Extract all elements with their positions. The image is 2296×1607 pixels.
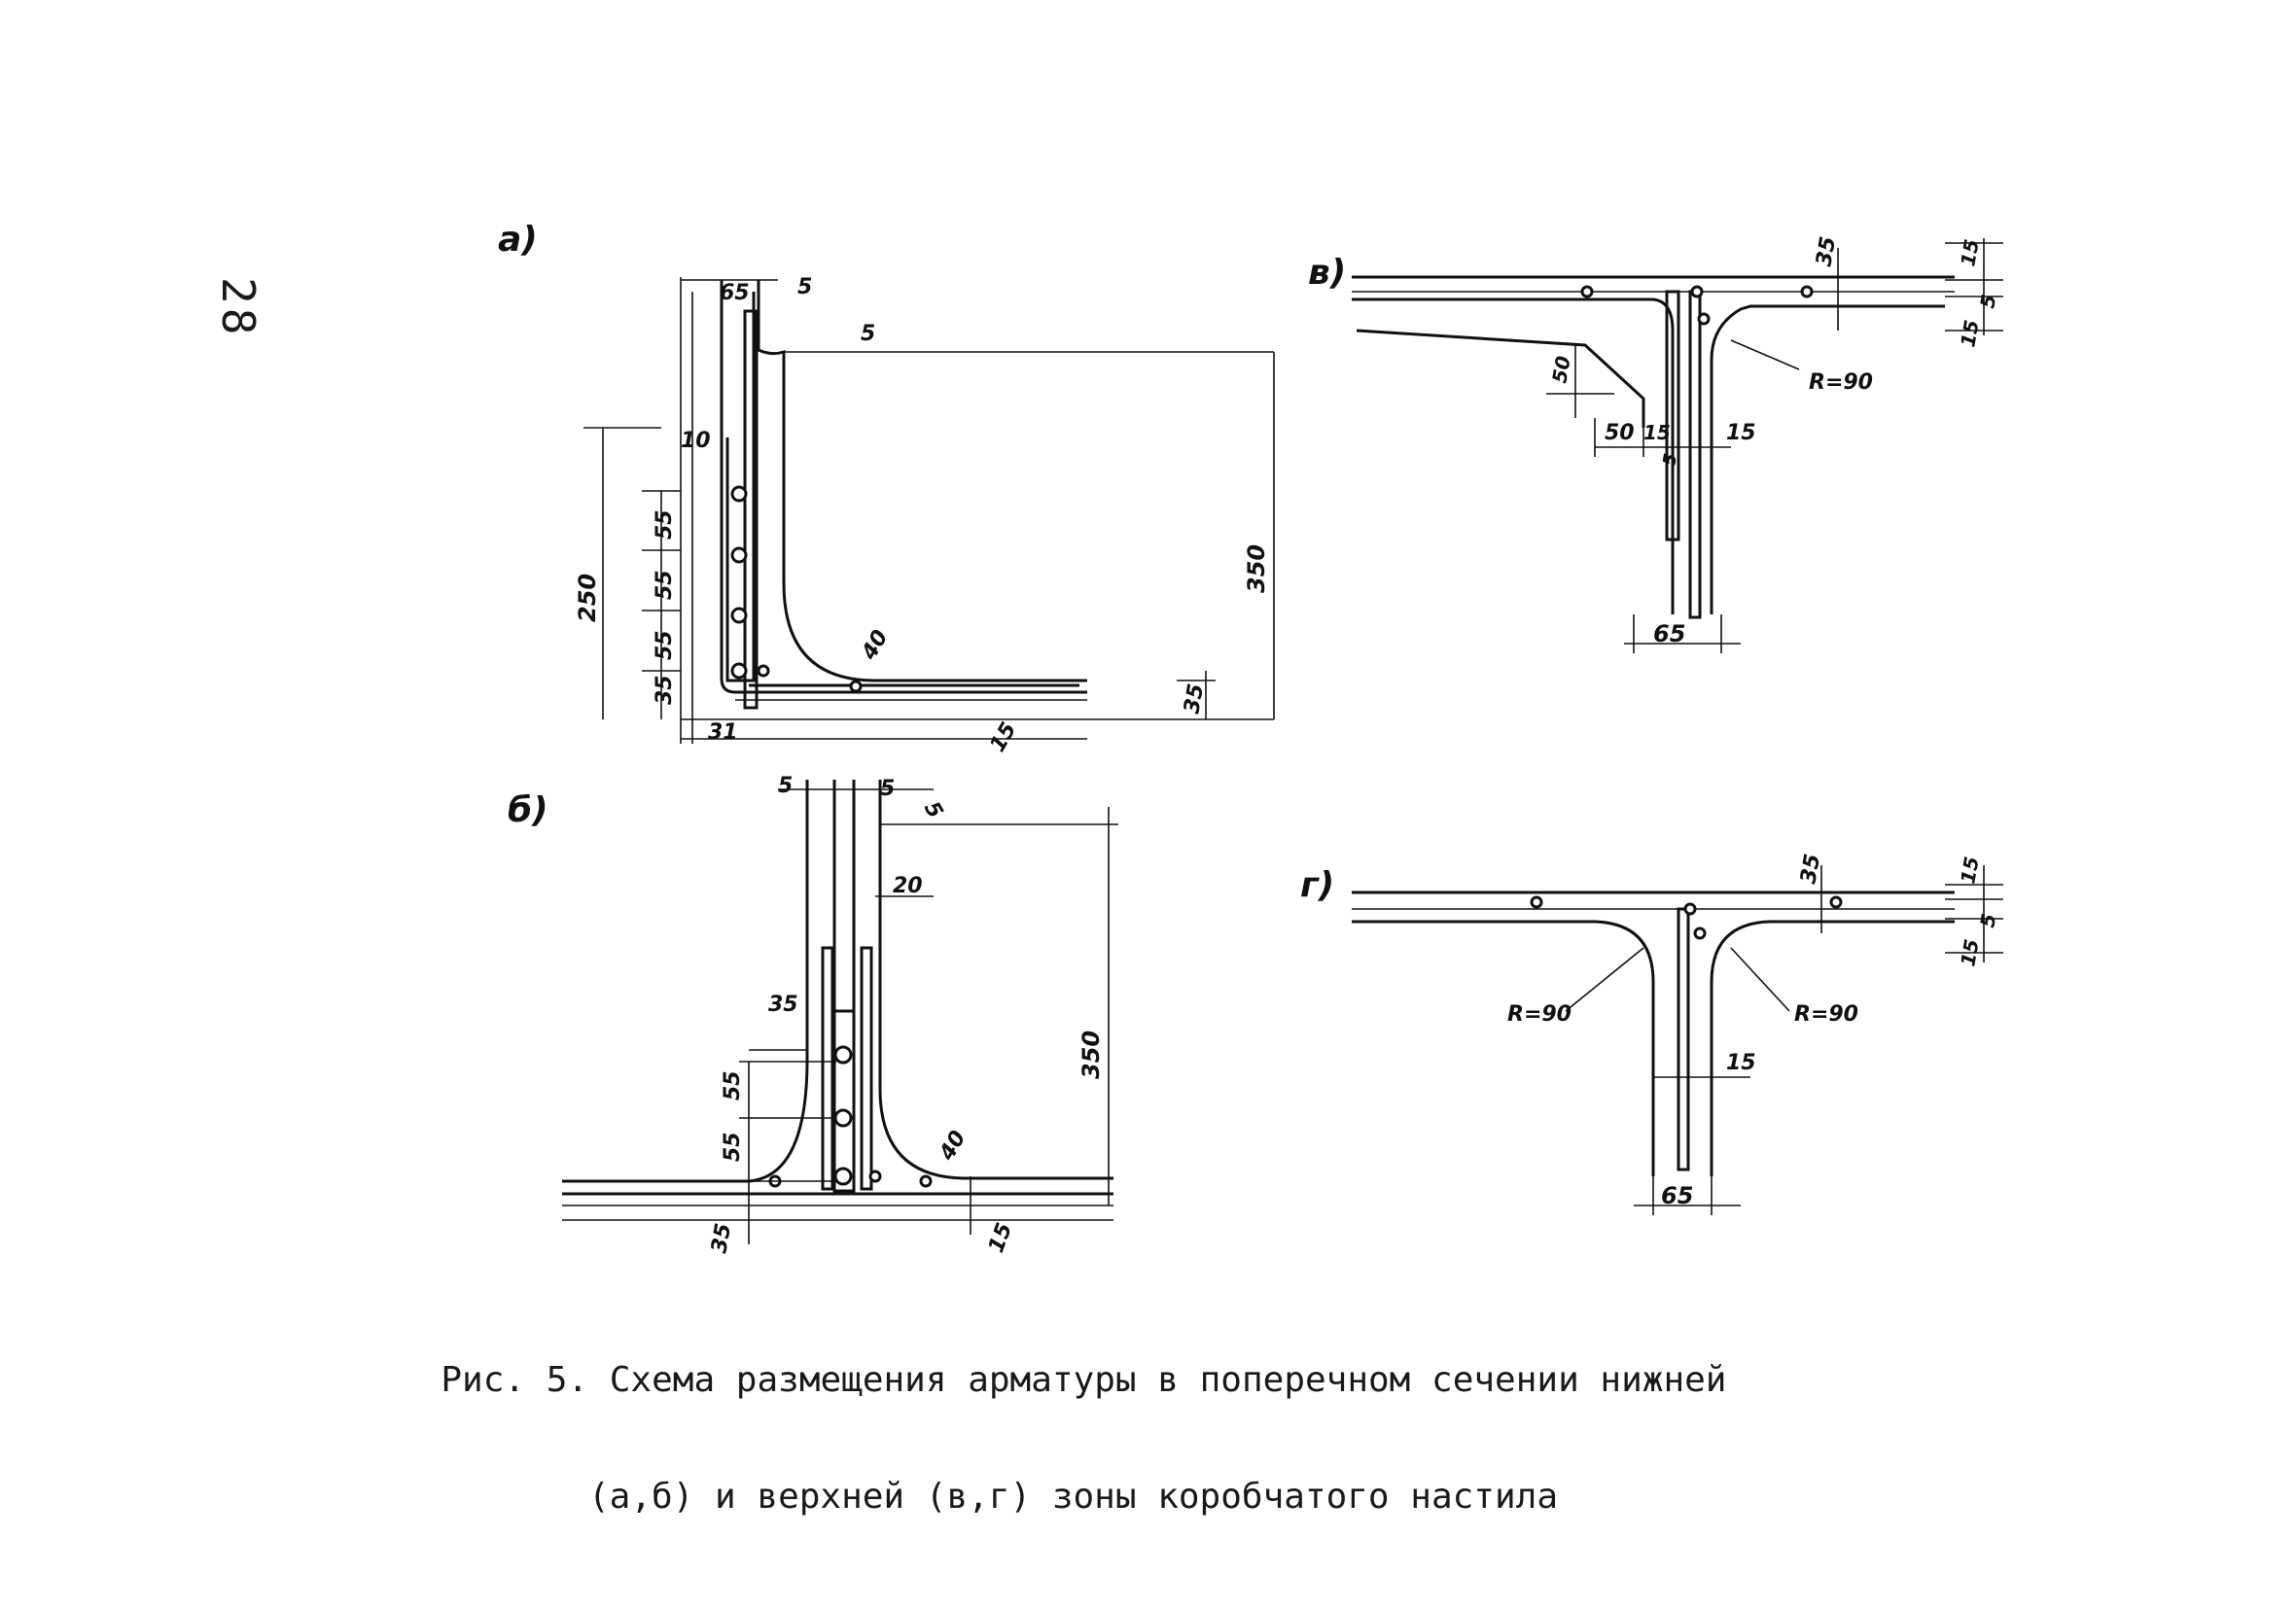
- figure-caption: Рис. 5. Схема размещения арматуры в попе…: [399, 1293, 1726, 1585]
- panel-v-dim-35: 35: [1812, 235, 1841, 269]
- panel-a-dim-10: 10: [681, 429, 711, 453]
- panel-a-bar-2: [730, 546, 748, 564]
- panel-b-outline: [562, 780, 1113, 1183]
- panel-b-dim-20: 20: [893, 874, 923, 898]
- panel-g-outline: [1352, 891, 1955, 1176]
- panel-a-bar-1: [730, 485, 748, 503]
- panel-v: в) 35 15 5 15 50: [1308, 235, 2003, 653]
- panel-b-dim-40: 40: [935, 1127, 971, 1166]
- panel-a-dim-350: 350: [1243, 544, 1270, 593]
- panel-a-outline: [720, 280, 1087, 694]
- panel-a-dim-250: 250: [574, 574, 601, 622]
- panel-b-dim-5a: 5: [778, 774, 793, 798]
- panel-a-bar-3: [730, 607, 748, 624]
- panel-a-dim-65: 65: [720, 281, 750, 305]
- panel-v-dim-r90: R=90: [1809, 370, 1873, 395]
- panel-b-bar-2: [833, 1108, 853, 1128]
- panel-g-dim-r90-right: R=90: [1794, 1002, 1858, 1027]
- panel-g-label: г): [1300, 865, 1334, 905]
- panel-a-dim-5b: 5: [861, 322, 875, 346]
- panel-v-dim-15d: 15: [1726, 421, 1756, 445]
- panel-a-dim-40: 40: [857, 626, 893, 665]
- panel-v-dim-65: 65: [1653, 620, 1685, 647]
- panel-b-dim-5b: 5: [880, 777, 895, 801]
- panel-b-dim-350: 350: [1077, 1031, 1105, 1079]
- panel-a-dim-55b: 55: [653, 570, 677, 600]
- panel-v-label: в): [1308, 253, 1346, 293]
- panel-g: г) 35 15 5 15 R=90 R=90 15 65: [1300, 853, 2003, 1215]
- panel-v-outline: [1352, 275, 1955, 614]
- panel-v-dim-50b: 50: [1605, 421, 1635, 445]
- panel-a-dim-55c: 55: [653, 630, 677, 660]
- panel-a-dim-55a: 55: [653, 509, 677, 540]
- panel-b-dim-35b: 35: [707, 1222, 736, 1256]
- panel-b-bar-3: [833, 1167, 853, 1186]
- panel-a-bar-4: [730, 662, 748, 680]
- panel-a-rebar-vertical: [725, 292, 756, 682]
- panel-v-dim-15b: 15: [1956, 318, 1983, 349]
- panel-v-dim-5: 5: [1975, 293, 2000, 310]
- panel-g-dim-15c: 15: [1726, 1051, 1756, 1075]
- panel-b-dim-5c: 5: [919, 798, 947, 823]
- panel-g-dim-65: 65: [1661, 1182, 1693, 1209]
- panel-g-dim-15b: 15: [1956, 937, 1983, 968]
- panel-v-dim-50a: 50: [1547, 354, 1574, 385]
- panel-b-dim-35: 35: [768, 993, 798, 1017]
- panel-b-dim-55a: 55: [721, 1070, 745, 1100]
- panel-b-dim-55b: 55: [721, 1132, 745, 1162]
- panel-v-dim-15a: 15: [1956, 237, 1983, 268]
- caption-line-1: Рис. 5. Схема размещения арматуры в попе…: [441, 1360, 1727, 1400]
- caption-line-2: (а,б) и верхней (в,г) зоны коробчатого н…: [588, 1477, 1558, 1517]
- panel-a-label: а): [498, 220, 538, 260]
- panel-g-dim-35: 35: [1796, 853, 1825, 887]
- panel-v-dim-15c: 15: [1643, 421, 1671, 444]
- panel-b-bar-1: [833, 1045, 853, 1065]
- panel-g-dim-5: 5: [1975, 912, 2000, 929]
- panel-a-dim-5a: 5: [797, 275, 812, 299]
- panel-g-dim-15a: 15: [1956, 855, 1983, 886]
- panel-b-label: б): [508, 790, 548, 830]
- panel-g-dim-r90-left: R=90: [1507, 1002, 1572, 1027]
- panel-a-dim-35b: 35: [1180, 682, 1209, 716]
- panel-a-dim-35: 35: [653, 675, 677, 705]
- panel-a: а) 6: [498, 220, 1275, 756]
- panel-a-dim-31: 31: [708, 720, 738, 745]
- panel-b: б) 5 5 5 20 35 55 55: [508, 774, 1118, 1256]
- panel-b-dim-15: 15: [984, 1220, 1017, 1256]
- panel-v-dim-5b: 5: [1659, 452, 1681, 468]
- panel-a-dim-15: 15: [986, 718, 1022, 756]
